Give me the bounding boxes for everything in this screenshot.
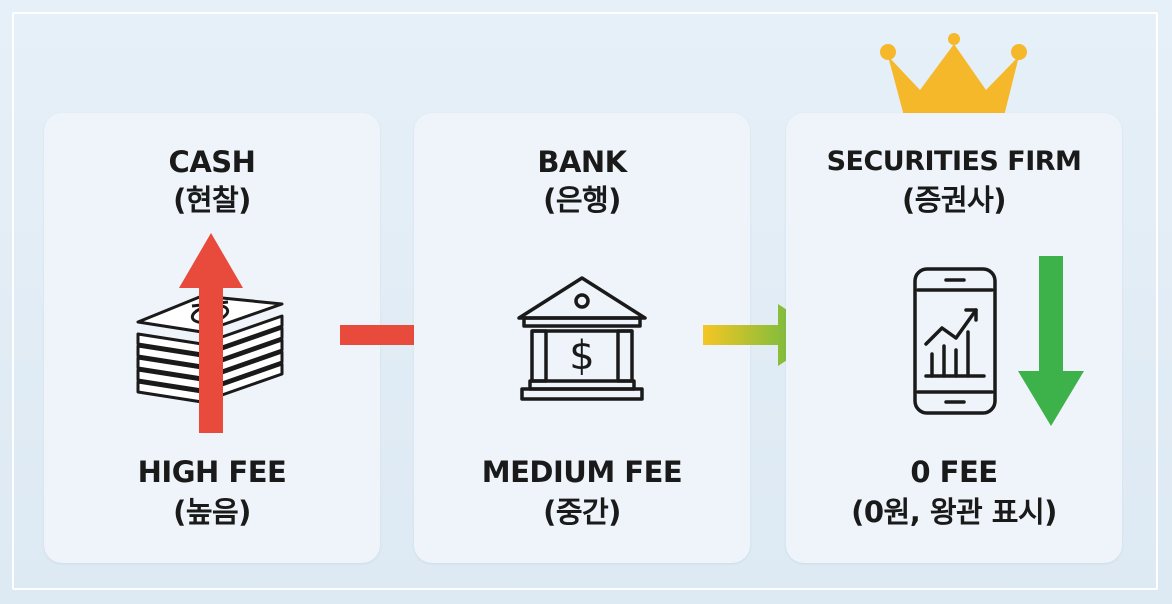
- bank-icon: $: [517, 276, 647, 401]
- card-bank-title: BANK: [537, 145, 627, 179]
- card-bank-fee-subtitle: (중간): [543, 495, 621, 529]
- card-cash-fee: HIGH FEE: [137, 455, 287, 489]
- card-bank-subtitle: (은행): [543, 183, 621, 217]
- card-cash-fee-subtitle: (높음): [173, 495, 251, 529]
- card-securities-subtitle: (증권사): [901, 183, 1007, 217]
- arrow-up-icon: [179, 233, 243, 433]
- svg-text:$: $: [569, 333, 594, 379]
- diagram-frame: [12, 12, 1158, 590]
- card-securities-fee: 0 FEE: [910, 455, 998, 489]
- card-cash-title: CASH: [168, 145, 256, 179]
- card-bank: BANK (은행) $ MEDIUM FEE (중간): [414, 113, 750, 563]
- card-bank-fee: MEDIUM FEE: [481, 455, 683, 489]
- smartphone-chart-icon: [913, 267, 997, 415]
- card-securities-fee-subtitle: (0원, 왕관 표시): [851, 495, 1057, 529]
- arrow-down-icon: [1018, 256, 1084, 426]
- card-cash-subtitle: (현찰): [173, 183, 251, 217]
- card-securities-title: SECURITIES FIRM: [826, 146, 1082, 177]
- card-cash: CASH (현찰) HIGH FEE (높음): [44, 113, 380, 563]
- card-securities-firm: SECURITIES FIRM (증권사) 0 FEE (0원, 왕관 표시): [786, 113, 1122, 563]
